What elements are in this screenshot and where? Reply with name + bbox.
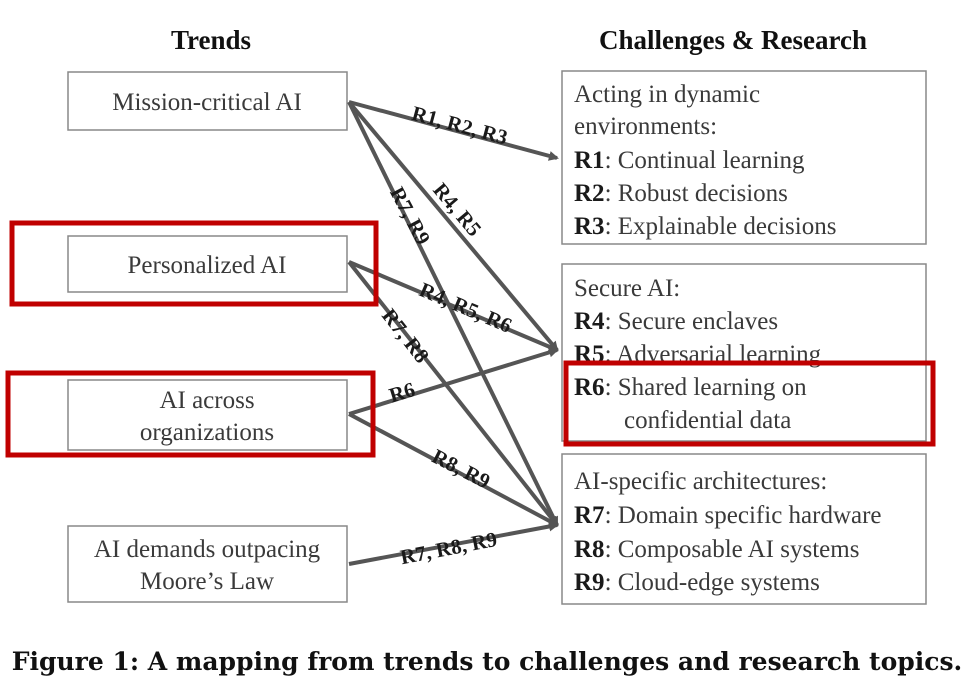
arrow-label-r7-r9: R7, R9	[385, 183, 435, 249]
trend-label-across-orgs-2: organizations	[140, 419, 274, 446]
challenge-title-dynamic-2: environments:	[574, 113, 717, 140]
arrow-mission-to-arch	[347, 101, 559, 527]
research-item-r4: R4: Secure enclaves	[574, 308, 778, 335]
challenge-title-architectures: AI-specific architectures:	[574, 468, 827, 495]
arrow-label-r1-r2-r3: R1, R2, R3	[409, 101, 510, 150]
research-item-r7: R7: Domain specific hardware	[574, 502, 882, 529]
arrow-mission-to-dynamic	[348, 100, 559, 161]
research-item-r3: R3: Explainable decisions	[574, 213, 836, 240]
arrow-label-r8-r9: R8, R9	[428, 444, 494, 493]
trend-box-moores-law	[67, 525, 348, 603]
highlight-r6	[563, 360, 936, 447]
arrow-personalized-to-secure	[348, 260, 559, 352]
challenge-title-secure: Secure AI:	[574, 275, 680, 302]
research-item-r6: R6: Shared learning on	[574, 374, 807, 401]
arrow-label-r4-r5-r6: R4, R5, R6	[416, 277, 516, 337]
challenges-heading: Challenges & Research	[599, 25, 867, 55]
trend-box-mission-critical	[67, 71, 348, 131]
trend-label-across-orgs-1: AI across	[159, 387, 254, 414]
highlight-personalized	[9, 220, 379, 307]
arrow-moore-to-arch	[348, 521, 559, 566]
trend-label-personalized: Personalized AI	[128, 252, 287, 279]
arrow-orgs-to-arch	[348, 412, 559, 527]
arrows	[347, 100, 559, 566]
trends-heading: Trends	[171, 25, 251, 55]
arrow-label-r7-r8-r9: R7, R8, R9	[398, 527, 499, 569]
challenge-title-dynamic-1: Acting in dynamic	[574, 81, 760, 108]
research-item-r9: R9: Cloud-edge systems	[574, 569, 820, 596]
trend-box-across-orgs	[67, 379, 348, 451]
r6-background	[566, 368, 923, 440]
challenge-box-dynamic	[561, 70, 927, 245]
research-item-r1: R1: Continual learning	[574, 147, 805, 174]
figure-caption: Figure 1: A mapping from trends to chall…	[12, 647, 962, 676]
research-item-r6-cont: confidential data	[624, 407, 791, 434]
highlight-across-orgs	[5, 370, 376, 458]
challenge-box-architectures	[561, 453, 927, 605]
trend-label-moores-law-2: Moore’s Law	[140, 568, 274, 595]
research-item-r8: R8: Composable AI systems	[574, 536, 859, 563]
trend-label-moores-law-1: AI demands outpacing	[94, 536, 321, 563]
arrow-label-r6: R6	[386, 377, 418, 407]
arrow-mission-to-secure	[347, 100, 559, 352]
trend-box-personalized	[67, 235, 348, 293]
arrow-label-r7-r8: R7, R8	[377, 304, 434, 368]
trend-label-mission-critical: Mission-critical AI	[112, 89, 302, 116]
arrow-orgs-to-secure	[348, 347, 559, 416]
arrow-personalized-to-arch	[347, 260, 559, 527]
research-item-r2: R2: Robust decisions	[574, 180, 788, 207]
